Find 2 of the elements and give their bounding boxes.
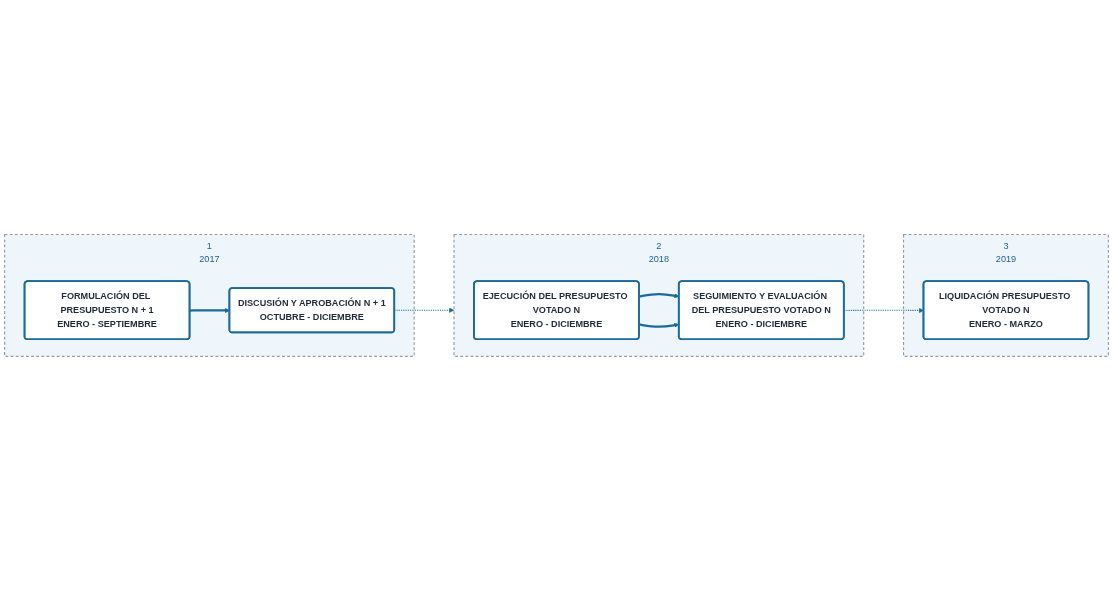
arrow — [843, 308, 924, 313]
arrow — [189, 308, 230, 313]
